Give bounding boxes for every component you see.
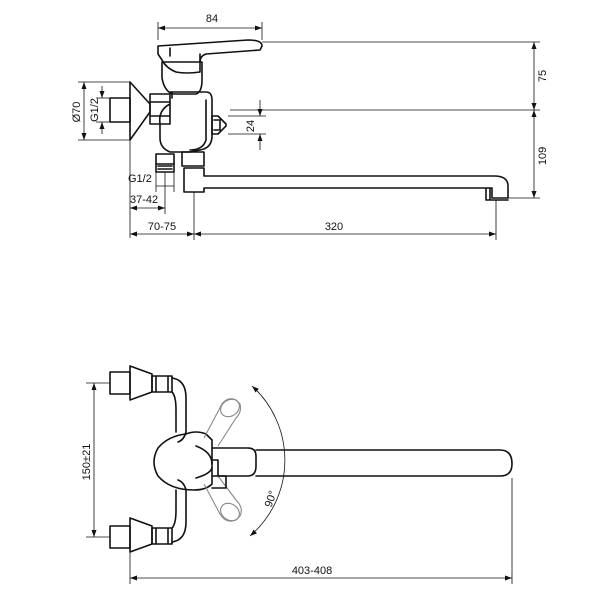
spout-arm — [255, 449, 513, 477]
central-body — [153, 431, 213, 491]
dim-thread-bottom: G1/2 — [128, 173, 152, 185]
lower-inlet-pipe — [109, 525, 131, 549]
lever-handle-edge — [169, 47, 201, 63]
wall-rosette — [129, 81, 151, 141]
dim-spout-length: 320 — [325, 221, 343, 233]
spout-aerator — [485, 187, 509, 201]
dim-angle: 90° — [263, 489, 280, 509]
dim-centres: 150±21 — [81, 444, 93, 481]
dim-24: 24 — [245, 120, 257, 132]
upper-arm — [171, 377, 187, 443]
lower-arm-outer — [171, 489, 177, 529]
spout — [183, 167, 509, 199]
upper-inlet-pipe — [109, 371, 131, 395]
mixer-body — [159, 91, 213, 153]
dim-wall-offset: 70-75 — [148, 221, 176, 233]
upper-nut — [151, 375, 173, 393]
dim-109: 109 — [537, 147, 549, 165]
lower-nut — [151, 527, 173, 545]
handle-ghost-up — [203, 398, 242, 447]
side-view: 84 75 109 24 Ø70 G1/2 G1/2 — [71, 13, 549, 240]
mixer-body-inner — [171, 91, 207, 151]
cartridge-cap — [161, 61, 203, 95]
lower-nut — [181, 151, 205, 167]
lever-handle — [157, 39, 263, 74]
mixer-body-curve — [158, 103, 171, 125]
dim-84: 84 — [206, 13, 218, 25]
rotation-arc — [249, 385, 286, 537]
lower-thread — [155, 163, 175, 173]
upper-arm-outer — [171, 391, 177, 433]
dim-eccentric: 37-42 — [130, 194, 158, 206]
dim-diameter-70: Ø70 — [71, 102, 83, 123]
central-body-inner — [195, 445, 213, 479]
lower-connector — [155, 153, 175, 165]
lower-rosette — [129, 517, 153, 553]
dim-thread-top: G1/2 — [89, 98, 101, 122]
handle-ghost-down — [203, 475, 242, 522]
inlet-pipe — [109, 97, 131, 123]
diverter-knob — [211, 115, 227, 135]
top-view: 90° 150±21 403-408 — [81, 365, 513, 584]
upper-rosette — [129, 365, 153, 401]
lower-arm — [171, 479, 187, 543]
dim-75: 75 — [537, 70, 549, 82]
dim-overall: 403-408 — [292, 565, 332, 577]
